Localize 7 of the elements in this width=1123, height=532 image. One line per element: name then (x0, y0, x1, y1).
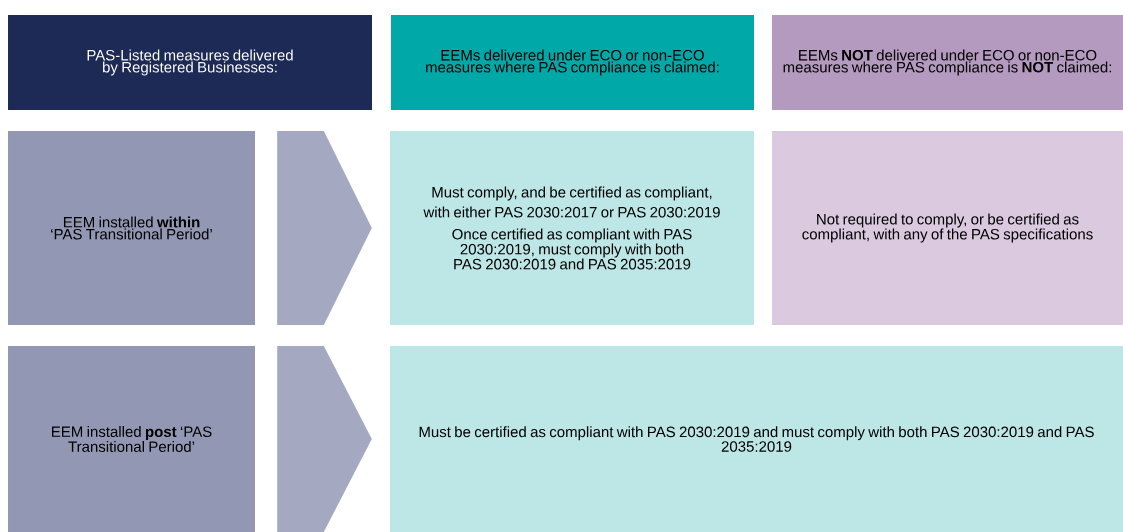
header-box: EEMs delivered under ECO or non-ECO measures where PAS compliance is claimed: (391, 15, 754, 110)
chevron-arrow (277, 346, 372, 532)
row-label-box: EEM installed within ‘PAS Transitional Period’ (8, 131, 255, 325)
row-label-box: EEM installed post ‘PAS Transitional Period’ (8, 346, 255, 532)
header-box: EEMs NOT delivered under ECO or non-ECO measures where PAS compliance is NOT claimed: (772, 15, 1123, 110)
header-box: PAS-Listed measures delivered by Registered Businesses: (8, 15, 372, 110)
chevron-arrow (277, 131, 372, 325)
